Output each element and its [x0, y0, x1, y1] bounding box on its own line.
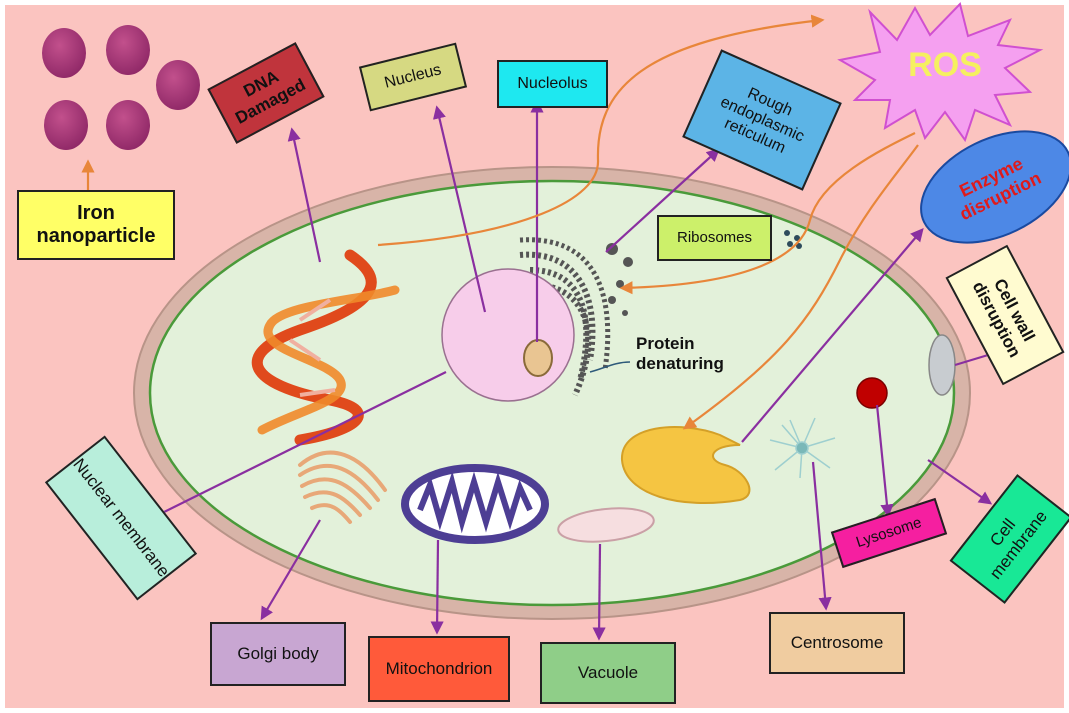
lysosome-shape	[857, 378, 887, 408]
mitochondrion-label: Mitochondrion	[368, 636, 510, 702]
nanoparticle	[156, 60, 200, 110]
nanoparticle	[44, 100, 88, 150]
nucleus-label-text: Nucleus	[383, 61, 444, 93]
nucleolus-label-text: Nucleolus	[517, 75, 587, 93]
iron-label: Iron nanoparticle	[17, 190, 175, 260]
ros-label: ROS	[895, 40, 995, 90]
vacuole-label-text: Vacuole	[578, 663, 638, 683]
nanoparticle	[106, 100, 150, 150]
arrow-mitochondrion	[437, 540, 438, 632]
ribosomes-label-text: Ribosomes	[677, 229, 752, 246]
centrosome-label: Centrosome	[769, 612, 905, 674]
cell-wall-patch	[929, 335, 955, 395]
mitochondrion-label-text: Mitochondrion	[386, 659, 493, 679]
iron-label-text: Iron nanoparticle	[19, 202, 173, 248]
nucleolus-label: Nucleolus	[497, 60, 608, 108]
protein-denaturing-label: Protein denaturing	[636, 334, 736, 390]
ros-label-text: ROS	[908, 46, 982, 85]
nucleolus-shape	[524, 340, 552, 376]
protein-denaturing-text: Protein denaturing	[636, 334, 724, 373]
nanoparticle	[42, 28, 86, 78]
ribosomes-label: Ribosomes	[657, 215, 772, 261]
nanoparticle	[106, 25, 150, 75]
arrow-vacuole	[599, 544, 600, 638]
golgi-label-text: Golgi body	[237, 644, 318, 664]
nucleus-shape	[442, 269, 574, 401]
mitochondrion-shape	[405, 468, 545, 540]
vacuole-label: Vacuole	[540, 642, 676, 704]
golgi-label: Golgi body	[210, 622, 346, 686]
centrosome-label-text: Centrosome	[791, 633, 884, 653]
